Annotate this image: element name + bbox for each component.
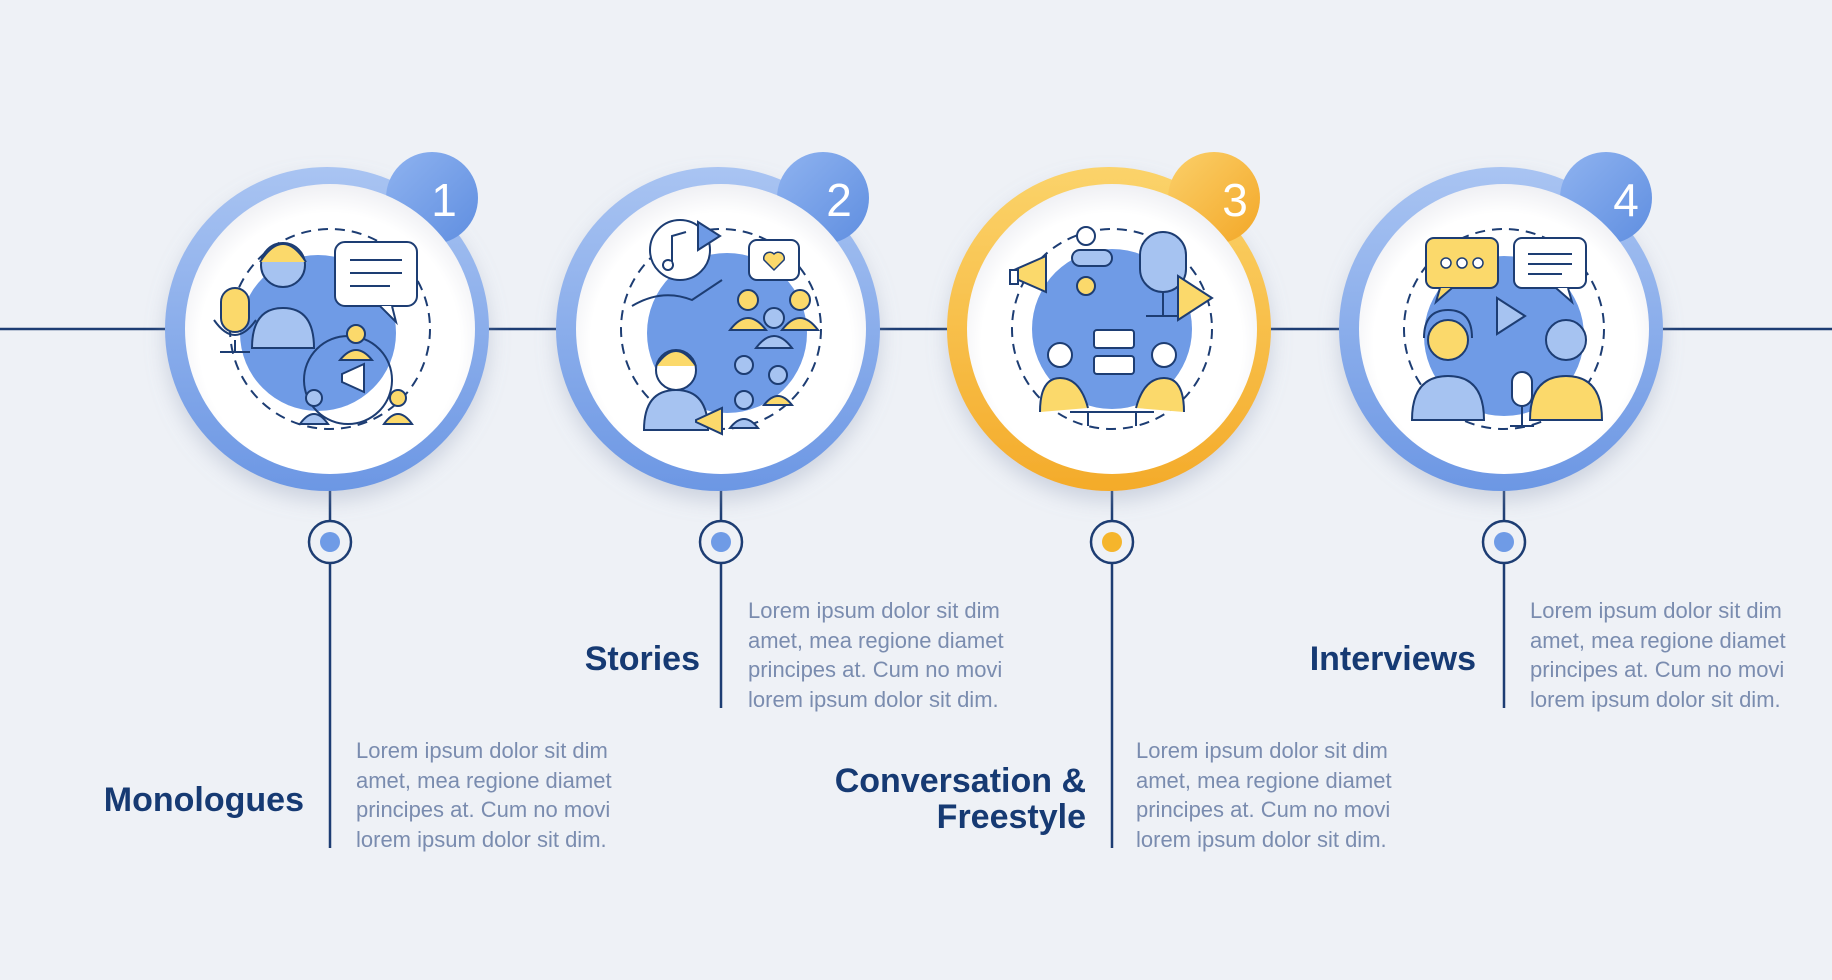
desc-line: amet, mea regione diamet [356,767,612,793]
desc-line: principes at. Cum no movi [1530,657,1785,682]
step-description-2: Lorem ipsum dolor sit dim amet, mea regi… [748,596,1028,714]
desc-line: principes at. Cum no movi [1136,797,1391,822]
desc-line: Lorem ipsum dolor sit dim [1530,598,1782,623]
step-circle-4: 4 [1339,152,1663,491]
step-title-4: Interviews [1240,641,1476,677]
step-title-line: Interviews [1309,640,1476,678]
desc-line: lorem ipsum dolor sit dim. [356,826,607,852]
step-title-line: Monologues [103,781,304,819]
conversation-microphone-icon [1009,226,1214,430]
step-description-1: Lorem ipsum dolor sit dim amet, mea regi… [356,736,636,854]
step-title-1: Monologues [80,782,304,818]
step-title-line: Freestyle [936,798,1086,836]
step-circle-1: 1 [165,152,489,491]
desc-line: lorem ipsum dolor sit dim. [1530,686,1781,712]
desc-line: amet, mea regione diamet [748,627,1004,653]
desc-line: Lorem ipsum dolor sit dim [356,738,608,763]
step-circle-3: 3 [947,152,1271,491]
storyteller-with-audience-icon [620,219,822,436]
step-description-4: Lorem ipsum dolor sit dim amet, mea regi… [1530,596,1810,714]
step-markers [307,519,1527,565]
step-circle-2: 2 [556,152,880,491]
step-title-3: Conversation & Freestyle [780,763,1086,835]
podcast-host-with-audience-icon [213,228,431,430]
step-title-line: Stories [584,640,700,678]
desc-line: Lorem ipsum dolor sit dim [1136,738,1388,763]
step-number-1: 1 [431,174,457,226]
desc-line: Lorem ipsum dolor sit dim [748,598,1000,623]
step-number-2: 2 [826,174,852,226]
desc-line: principes at. Cum no movi [356,797,611,822]
desc-line: amet, mea regione diamet [1136,767,1392,793]
step-number-4: 4 [1613,174,1639,226]
step-title-2: Stories [470,641,700,677]
desc-line: lorem ipsum dolor sit dim. [1136,826,1387,852]
desc-line: amet, mea regione diamet [1530,627,1786,653]
desc-line: lorem ipsum dolor sit dim. [748,686,999,712]
desc-line: principes at. Cum no movi [748,657,1003,682]
step-description-3: Lorem ipsum dolor sit dim amet, mea regi… [1136,736,1416,854]
step-title-line: Conversation & [834,762,1086,800]
interview-two-people-icon [1403,228,1605,430]
step-number-3: 3 [1222,174,1248,226]
